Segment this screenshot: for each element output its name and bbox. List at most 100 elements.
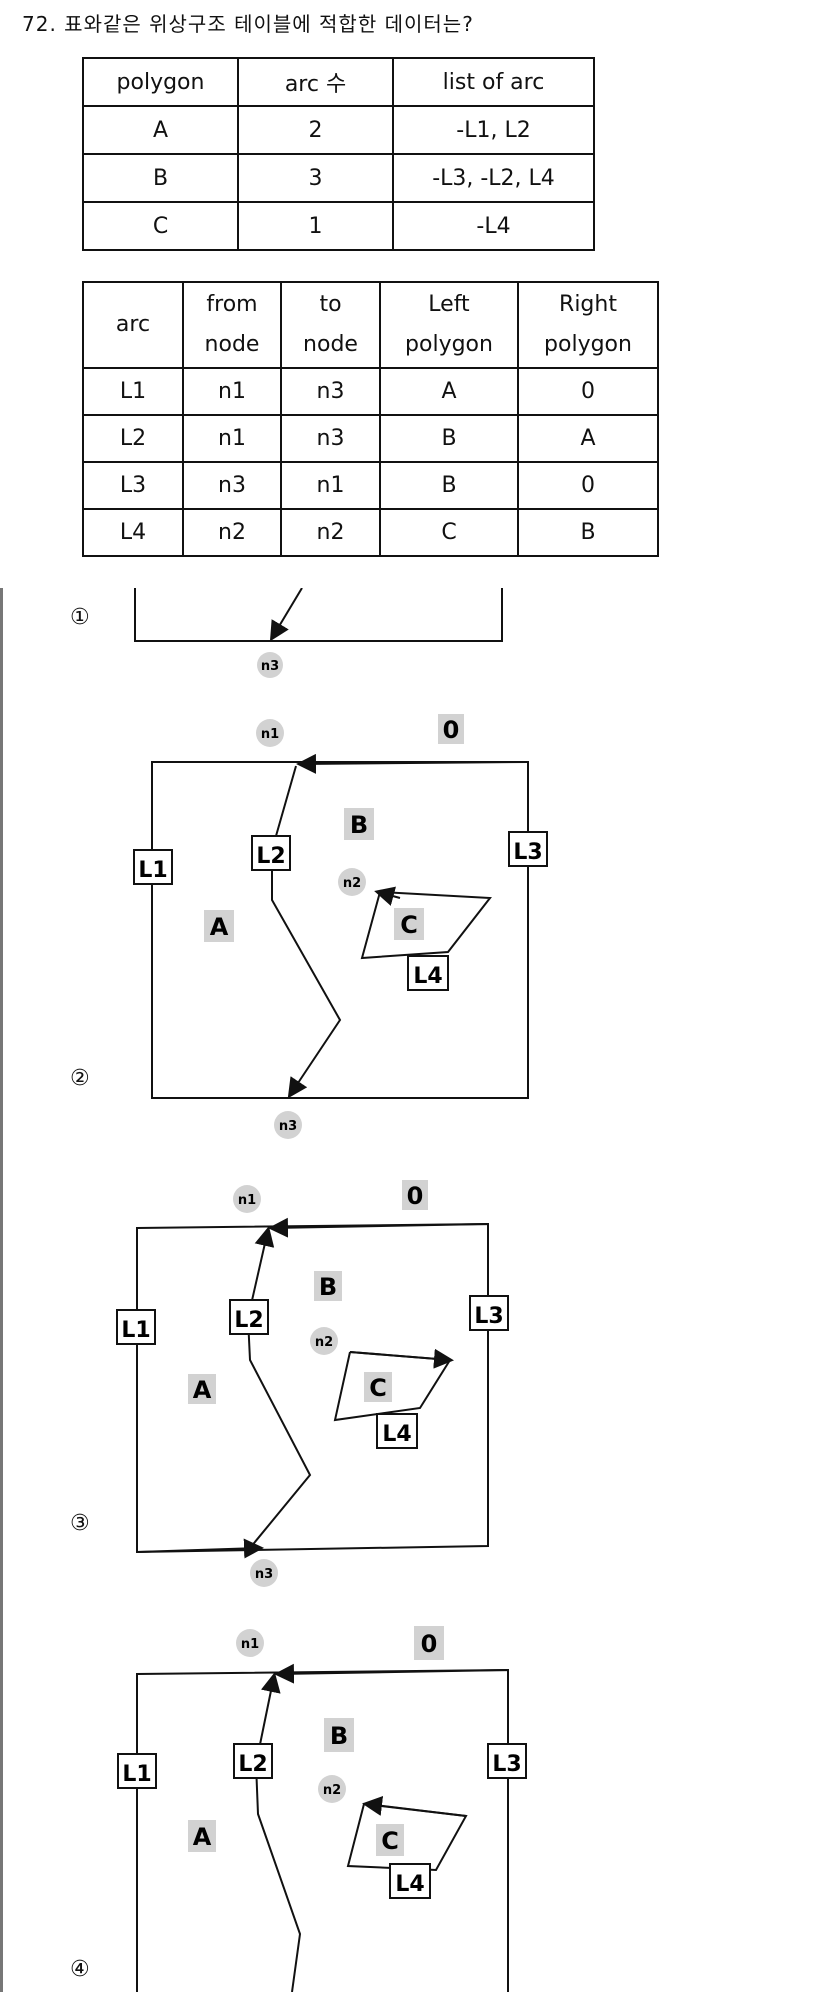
arc-l2-text: L2	[234, 1308, 263, 1333]
arc-l1-label: L1	[117, 1753, 157, 1789]
outside-label-text: 0	[421, 1630, 438, 1658]
node-n3: n3	[257, 652, 283, 678]
table-cell: 0	[517, 367, 659, 416]
polygon-b-text: B	[319, 1273, 337, 1301]
outside-label-text: 0	[443, 716, 460, 744]
table-row: B 3 -L3, -L2, L4	[82, 153, 595, 203]
margin-rule	[0, 588, 3, 1992]
polygon-a-text: A	[210, 913, 229, 941]
node-n2: n2	[318, 1775, 346, 1803]
polygon-c-text: C	[381, 1827, 399, 1855]
arc-l1-arrow	[136, 1538, 264, 1559]
arc-l1-label: L1	[133, 849, 173, 885]
arc-l3-arrow	[296, 753, 529, 774]
table-cell: n1	[182, 367, 282, 416]
polygon-c-label: C	[376, 1824, 404, 1856]
header-cell: polygon	[82, 57, 239, 107]
header-cell: arc	[82, 281, 184, 369]
table-row: L2 n1 n3 B A	[82, 414, 659, 463]
node-n1: n1	[236, 1629, 264, 1657]
arc-l4-label: L4	[407, 955, 449, 991]
arc-l2-label: L2	[229, 1299, 269, 1335]
table-row: L1 n1 n3 A 0	[82, 367, 659, 416]
table-cell: -L4	[392, 201, 595, 251]
arc-l3-text: L3	[492, 1752, 521, 1777]
choice-number-2: ②	[70, 1066, 90, 1091]
arc-l3-arrow	[274, 1663, 509, 1684]
arc-l2-line	[269, 588, 303, 642]
table-cell: 2	[237, 105, 394, 155]
header-line: polygon	[544, 332, 632, 357]
arc-l4-text: L4	[395, 1872, 424, 1897]
polygon-b-label: B	[324, 1718, 354, 1752]
arc-l4-polygon	[360, 890, 492, 960]
node-n3-label: n3	[255, 1567, 273, 1582]
arc-l1-label: L1	[116, 1309, 156, 1345]
table-cell: A	[82, 105, 239, 155]
arc-l2-label: L2	[251, 835, 291, 871]
node-n1-label: n1	[241, 1637, 259, 1652]
outer-boundary	[151, 761, 529, 1099]
arc-l4-label: L4	[389, 1863, 431, 1899]
polygon-a-label: A	[188, 1374, 216, 1404]
header-cell: list of arc	[392, 57, 595, 107]
table-cell: n3	[280, 414, 381, 463]
header-line: from	[206, 292, 258, 317]
table-cell: A	[379, 367, 519, 416]
table-row: C 1 -L4	[82, 201, 595, 251]
polygon-c-label: C	[394, 908, 424, 940]
arc-l3-label: L3	[508, 831, 548, 867]
polygon-b-text: B	[350, 811, 368, 839]
outside-polygon-label: 0	[438, 714, 464, 744]
arc-l2-line	[254, 1672, 302, 1992]
outside-label-text: 0	[407, 1182, 424, 1210]
node-n3: n3	[250, 1559, 278, 1587]
table-row: L4 n2 n2 C B	[82, 508, 659, 557]
table-cell: B	[82, 153, 239, 203]
table-header-row: polygon arc 수 list of arc	[82, 57, 595, 107]
table-cell: -L3, -L2, L4	[392, 153, 595, 203]
header-line: node	[303, 332, 358, 357]
arc-l4-label: L4	[376, 1413, 418, 1449]
polygon-a-text: A	[193, 1376, 212, 1404]
node-n2-label: n2	[343, 876, 361, 891]
arc-l1-text: L1	[122, 1762, 151, 1787]
arc-l2-line	[246, 1226, 312, 1549]
table-cell: n1	[280, 461, 381, 510]
node-n2: n2	[338, 868, 366, 896]
polygon-c-text: C	[369, 1374, 387, 1402]
arc-l3-text: L3	[474, 1304, 503, 1329]
choice-number-1: ①	[70, 605, 90, 630]
table-cell: L2	[82, 414, 184, 463]
table-cell: C	[82, 201, 239, 251]
polygon-b-text: B	[330, 1722, 348, 1750]
polygon-a-label: A	[204, 910, 234, 942]
table-cell: n3	[182, 461, 282, 510]
choice-4-diagram: n1 n2 0 A B C L1 L2 L3 L4	[117, 1626, 527, 1992]
arc-l4-arrow	[374, 886, 401, 906]
node-n2-label: n2	[323, 1783, 341, 1798]
arc-l2-text: L2	[238, 1752, 267, 1777]
node-n2-label: n2	[315, 1335, 333, 1350]
table-cell: n2	[280, 508, 381, 557]
arc-l4-text: L4	[382, 1422, 411, 1447]
table-cell: B	[379, 461, 519, 510]
table-row: L3 n3 n1 B 0	[82, 461, 659, 510]
choice-2-diagram: n1 n2 n3 0 A B C L1 L2 L3 L4	[133, 714, 548, 1139]
arc-l3-label: L3	[469, 1295, 509, 1331]
node-n2: n2	[310, 1327, 338, 1355]
arc-l3-text: L3	[513, 840, 542, 865]
table-cell: -L1, L2	[392, 105, 595, 155]
table-cell: n3	[280, 367, 381, 416]
node-n3-label: n3	[261, 659, 279, 674]
arc-l2-line	[271, 765, 342, 1099]
arc-l4-polygon	[333, 1351, 452, 1422]
table-cell: C	[379, 508, 519, 557]
table-cell: n2	[182, 508, 282, 557]
node-n1-label: n1	[238, 1193, 256, 1208]
header-line: Left	[428, 292, 470, 317]
